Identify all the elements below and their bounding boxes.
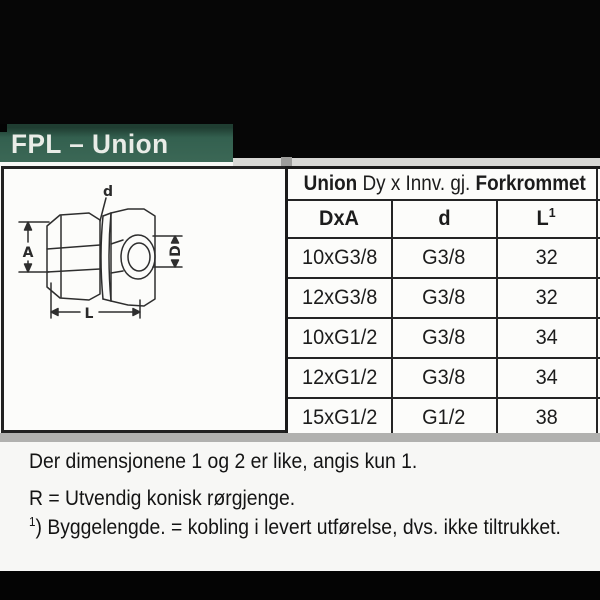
- cell-d: G3/8: [390, 237, 498, 279]
- page-title: FPL – Union: [11, 128, 169, 159]
- dimension-label-d: d: [103, 184, 113, 200]
- cell-dxa: 12xG1/2: [285, 357, 393, 399]
- cell-l: 34: [495, 317, 598, 359]
- cutoff-column-cell: [595, 277, 600, 319]
- scan-shadow-band: [0, 433, 600, 442]
- footnote-line-3: 1) Byggelengde. = kobling i levert utfør…: [29, 513, 561, 539]
- table-header-row: DxA d L1: [285, 199, 600, 239]
- bottom-black-area: [0, 571, 600, 600]
- table-title-row: Union Dy x Innv. gj. Forkrommet: [285, 166, 600, 201]
- cell-d: G3/8: [390, 317, 498, 359]
- table-title: Union Dy x Innv. gj. Forkrommet: [285, 166, 598, 201]
- table-row: 12xG3/8 G3/8 32: [285, 277, 600, 319]
- table-row: 10xG1/2 G3/8 34: [285, 317, 600, 359]
- cutoff-column-cell: [595, 317, 600, 359]
- cell-dxa: 15xG1/2: [285, 397, 393, 440]
- footnote-line-2: R = Utvendig konisk rørgjenge.: [29, 486, 296, 510]
- cell-l: 32: [495, 237, 598, 279]
- cell-d: G3/8: [390, 277, 498, 319]
- scan-corner-notch: [0, 124, 7, 132]
- cell-dxa: 10xG3/8: [285, 237, 393, 279]
- union-fitting-drawing: d A D L: [18, 184, 184, 322]
- technical-drawing-box: d A D L: [1, 166, 288, 433]
- dimension-label-l: L: [85, 306, 94, 322]
- cell-dxa: 12xG3/8: [285, 277, 393, 319]
- cutoff-column-cell: [595, 237, 600, 279]
- table-row: 15xG1/2 G1/2 38: [285, 397, 600, 440]
- dimension-label-big-d: D: [168, 245, 184, 257]
- scan-gray-strip: [233, 158, 600, 168]
- cell-l: 34: [495, 357, 598, 399]
- dimensions-table: Union Dy x Innv. gj. Forkrommet DxA d L1…: [285, 166, 600, 440]
- footnote-line-1: Der dimensjonene 1 og 2 er like, angis k…: [29, 449, 418, 473]
- table-row: 12xG1/2 G3/8 34: [285, 357, 600, 399]
- cutoff-column-cell: [595, 166, 600, 201]
- cutoff-column-cell: [595, 199, 600, 239]
- scan-gray-notch: [281, 157, 292, 168]
- dimension-label-a: A: [23, 245, 34, 261]
- section-header-bar: FPL – Union: [0, 124, 233, 164]
- cutoff-column-cell: [595, 357, 600, 399]
- cell-d: G1/2: [390, 397, 498, 440]
- cell-d: G3/8: [390, 357, 498, 399]
- cell-l: 32: [495, 277, 598, 319]
- cell-dxa: 10xG1/2: [285, 317, 393, 359]
- col-header-l1: L1: [495, 199, 598, 239]
- col-header-d: d: [390, 199, 498, 239]
- col-header-dxa: DxA: [285, 199, 393, 239]
- cell-l: 38: [495, 397, 598, 440]
- table-row: 10xG3/8 G3/8 32: [285, 237, 600, 279]
